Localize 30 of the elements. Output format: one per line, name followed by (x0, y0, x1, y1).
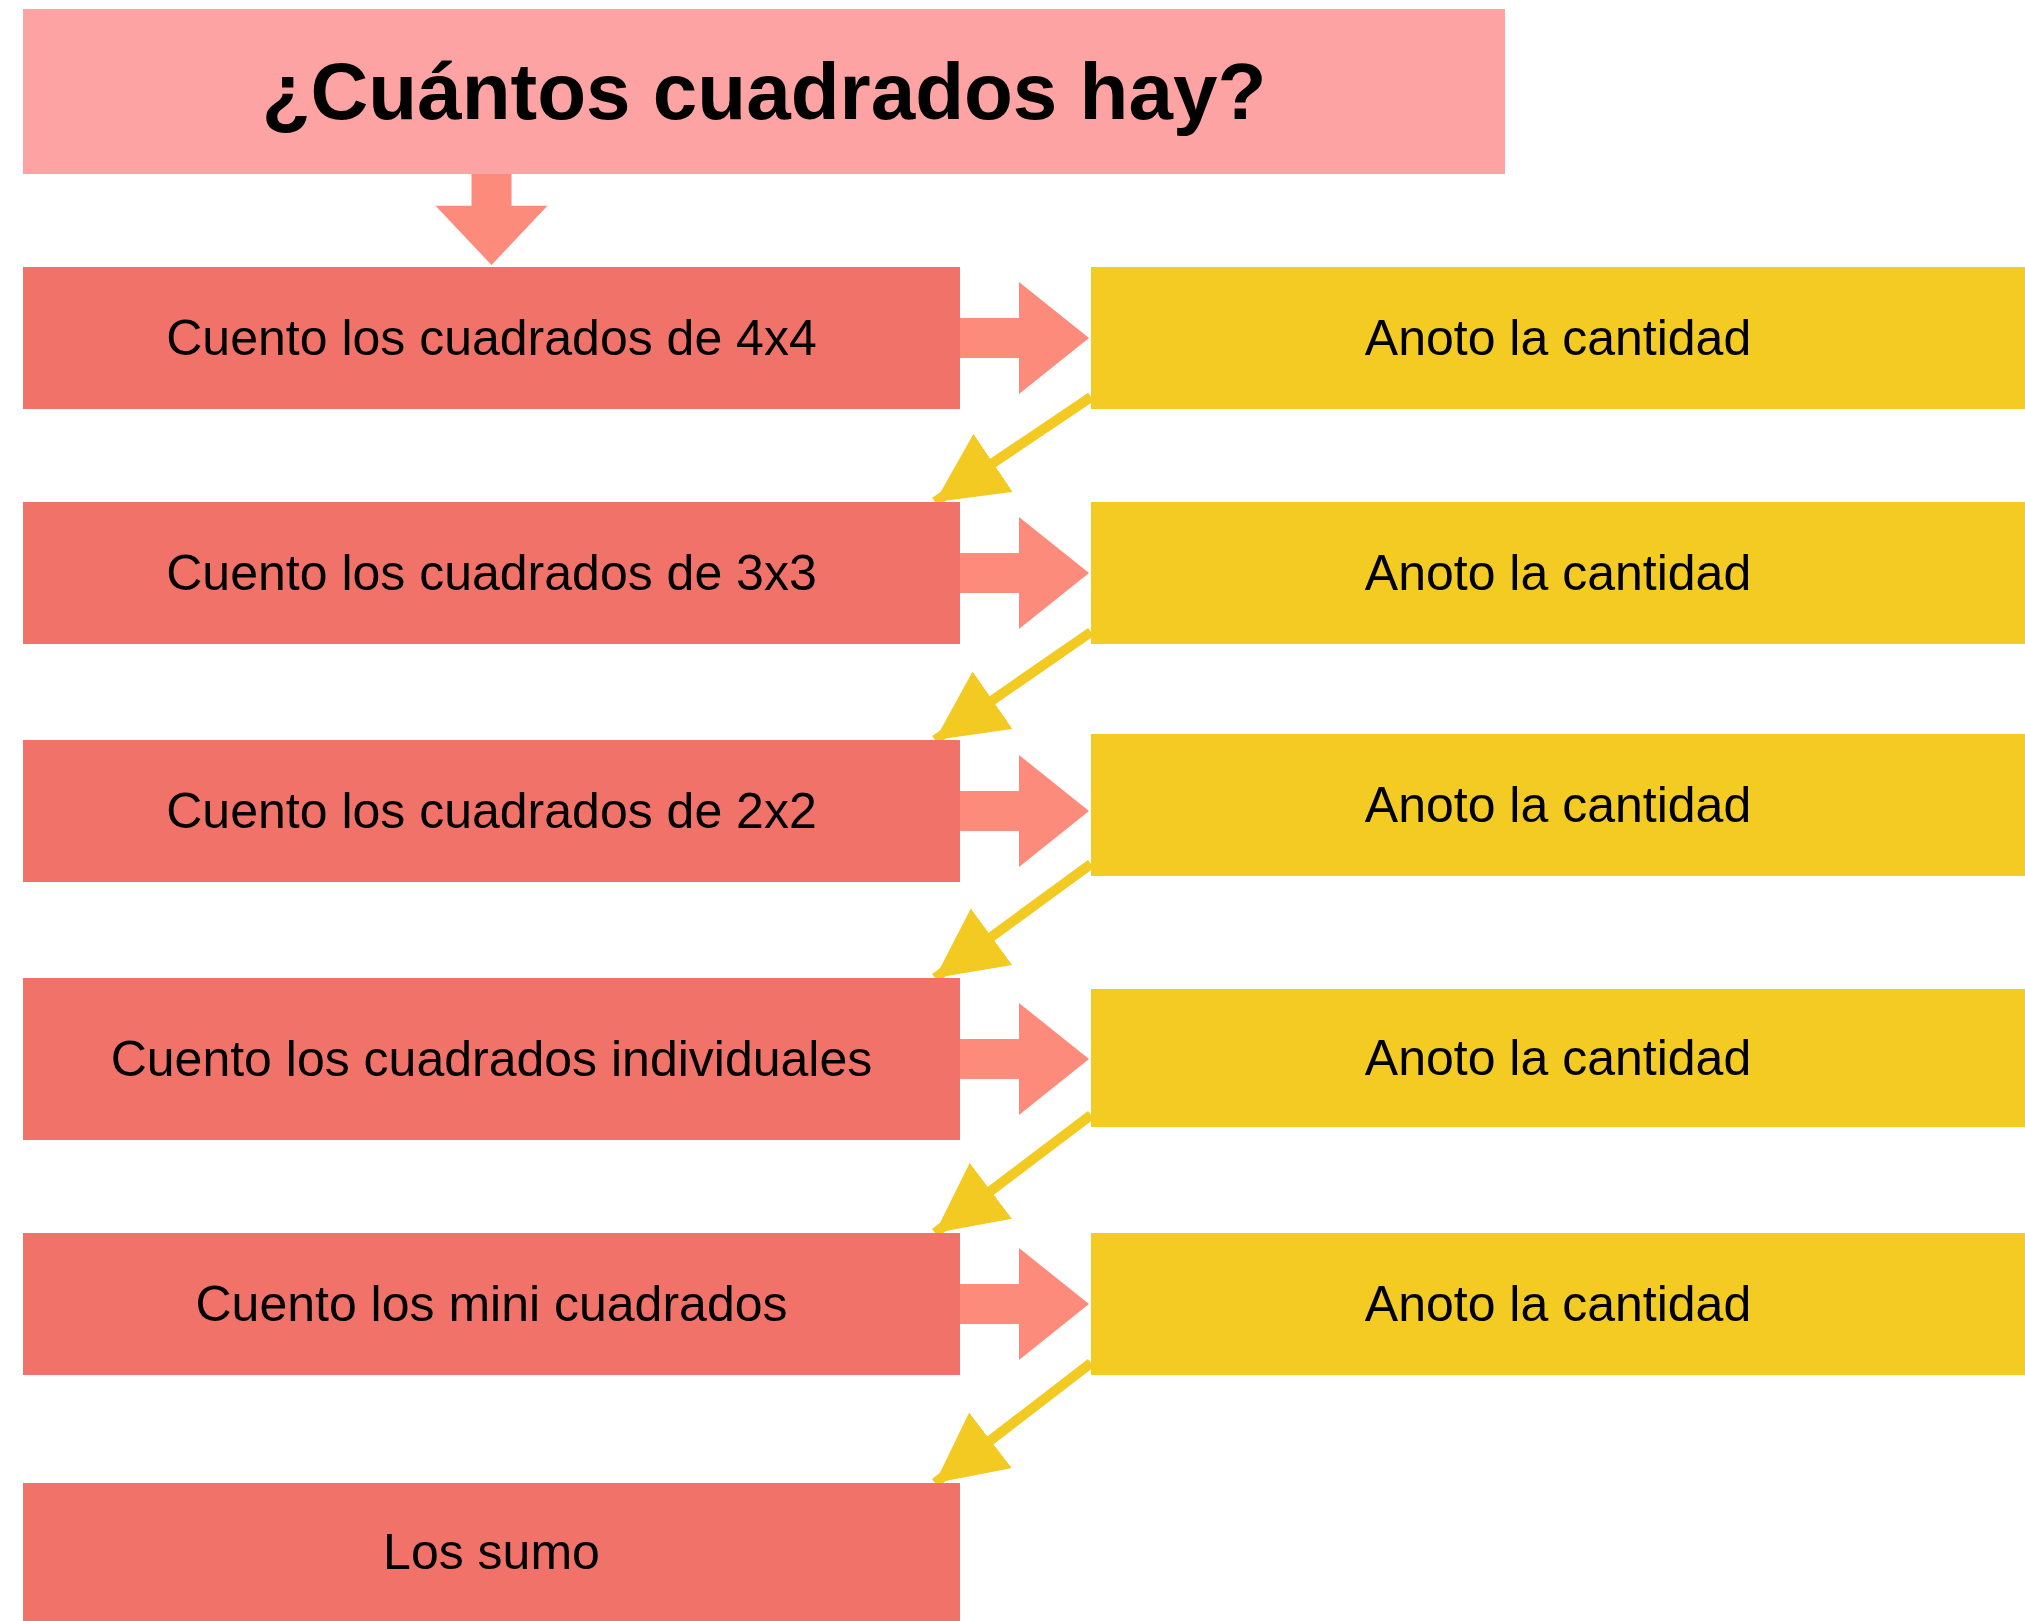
note-box (1091, 734, 2025, 876)
block-arrow (960, 1248, 1089, 1360)
step-box (23, 267, 960, 409)
title-text: ¿Cuántos cuadrados hay? (261, 45, 1267, 138)
block-arrow (960, 517, 1089, 629)
block-arrow (960, 282, 1089, 394)
step-text: Anoto la cantidad (1364, 308, 1752, 368)
step-text: Cuento los cuadrados de 2x2 (166, 781, 817, 841)
step-text: Anoto la cantidad (1364, 543, 1752, 603)
step-text: Cuento los cuadrados individuales (110, 1029, 873, 1089)
step-box (23, 978, 960, 1140)
step-text: Cuento los mini cuadrados (195, 1274, 788, 1334)
step-box (23, 740, 960, 882)
step-text: Anoto la cantidad (1364, 775, 1752, 835)
note-box (1091, 502, 2025, 644)
step-box (23, 1483, 960, 1621)
block-arrow (960, 1003, 1089, 1115)
step-text: Cuento los cuadrados de 4x4 (166, 308, 817, 368)
block-arrow (960, 755, 1089, 867)
block-arrow (435, 174, 548, 265)
note-box (1091, 989, 2025, 1127)
step-text: Anoto la cantidad (1364, 1028, 1752, 1088)
step-text: Anoto la cantidad (1364, 1274, 1752, 1334)
title-banner (23, 9, 1505, 174)
step-text: Cuento los cuadrados de 3x3 (166, 543, 817, 603)
note-box (1091, 267, 2025, 409)
step-box (23, 1233, 960, 1375)
step-text: Los sumo (383, 1522, 600, 1582)
note-box (1091, 1233, 2025, 1375)
step-box (23, 502, 960, 644)
